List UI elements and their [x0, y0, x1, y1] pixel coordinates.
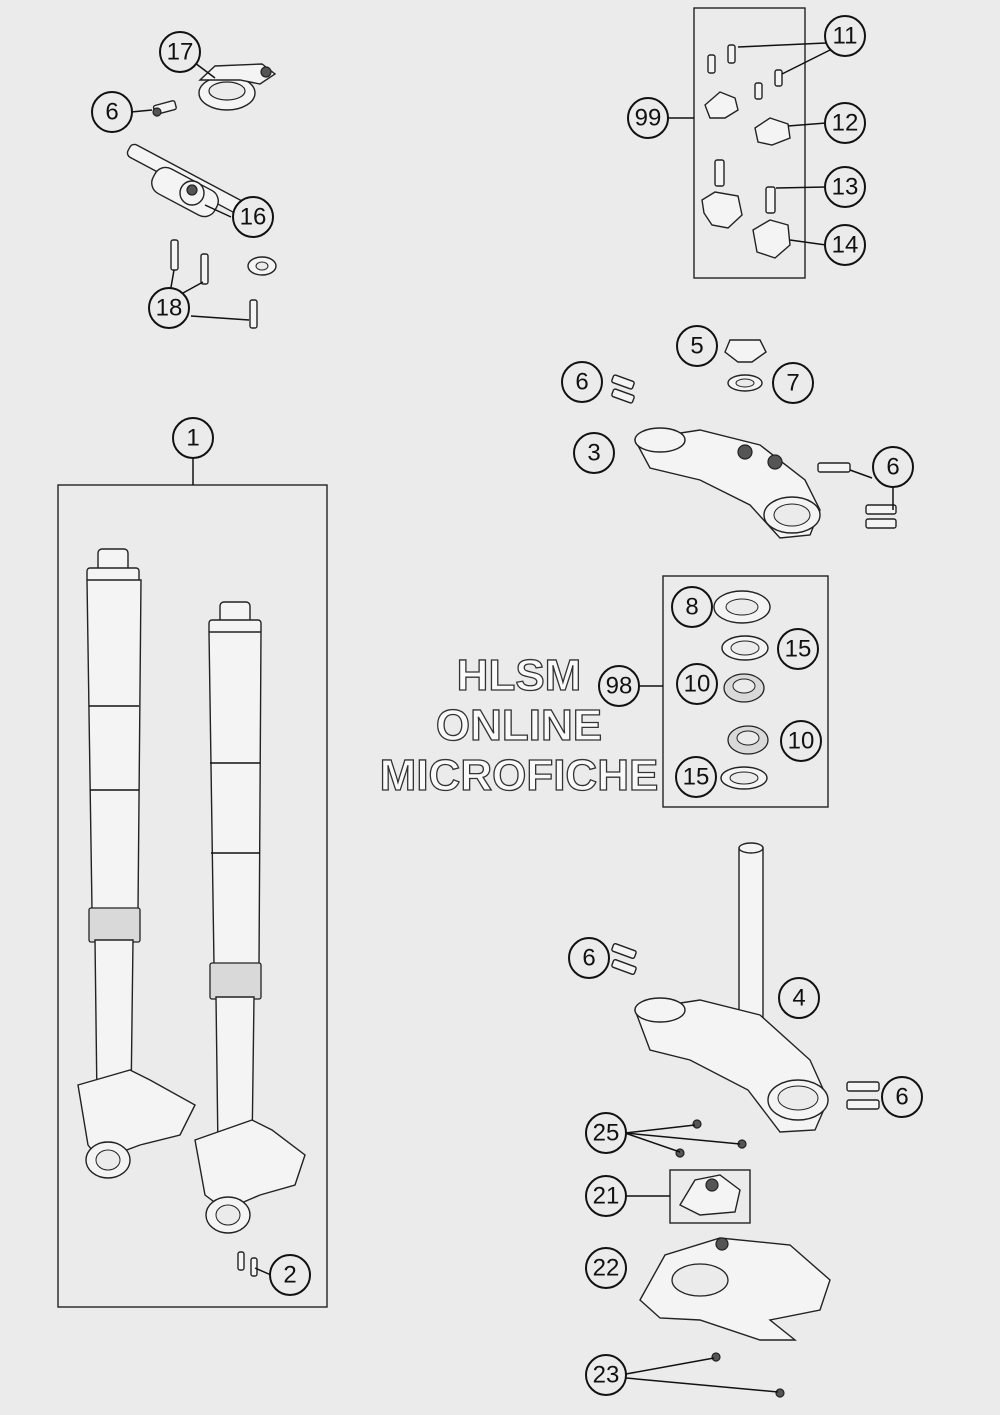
- callout-14[interactable]: 14: [824, 224, 866, 266]
- fork-leg-right: [194, 601, 306, 1234]
- screws-25-part: [675, 1119, 747, 1158]
- callout-10-lower[interactable]: 10: [780, 720, 822, 762]
- callout-21[interactable]: 21: [585, 1175, 627, 1217]
- svg-text:11: 11: [833, 23, 858, 50]
- svg-text:12: 12: [832, 110, 859, 137]
- svg-text:17: 17: [167, 39, 194, 66]
- callout-22[interactable]: 22: [585, 1247, 627, 1289]
- svg-text:10: 10: [684, 671, 711, 698]
- svg-text:2: 2: [283, 1262, 296, 1289]
- svg-text:6: 6: [886, 454, 899, 481]
- svg-text:18: 18: [156, 295, 183, 322]
- screws-23-part: [711, 1352, 785, 1398]
- svg-text:16: 16: [240, 204, 267, 231]
- callout-23[interactable]: 23: [585, 1354, 627, 1396]
- steering-damper-part: [126, 143, 277, 276]
- callout-7[interactable]: 7: [772, 362, 814, 404]
- callout-6-lower-left[interactable]: 6: [568, 937, 610, 979]
- callout-6-lower-right[interactable]: 6: [881, 1076, 923, 1118]
- callout-18[interactable]: 18: [148, 287, 190, 329]
- clamp-kit-box: [693, 7, 806, 279]
- top-nut-part: [724, 339, 767, 363]
- svg-text:15: 15: [683, 764, 710, 791]
- fork-leg-left: [77, 548, 196, 1179]
- callout-13[interactable]: 13: [824, 166, 866, 208]
- svg-text:6: 6: [105, 99, 118, 126]
- callout-16[interactable]: 16: [232, 196, 274, 238]
- svg-text:6: 6: [582, 945, 595, 972]
- callout-5[interactable]: 5: [676, 325, 718, 367]
- callout-4[interactable]: 4: [778, 977, 820, 1019]
- callout-6-top-right[interactable]: 6: [872, 446, 914, 488]
- watermark-line-3: MICROFICHE: [380, 751, 659, 800]
- screw-set-part: [170, 239, 258, 329]
- callout-99[interactable]: 99: [627, 97, 669, 139]
- callout-3[interactable]: 3: [573, 432, 615, 474]
- sensor-part: [679, 1174, 741, 1216]
- svg-text:23: 23: [593, 1362, 620, 1389]
- callout-2[interactable]: 2: [269, 1254, 311, 1296]
- small-screws-part: [237, 1251, 258, 1277]
- watermark-line-1: HLSM: [457, 651, 582, 700]
- damper-clamp-part: [198, 63, 277, 111]
- clamp-bolts-part: [611, 374, 897, 529]
- svg-text:13: 13: [832, 174, 859, 201]
- svg-text:6: 6: [575, 369, 588, 396]
- clamp-kit-parts: [701, 44, 791, 259]
- callout-11[interactable]: 11: [824, 15, 866, 57]
- svg-text:98: 98: [606, 673, 633, 700]
- watermark-line-2: ONLINE: [436, 701, 602, 750]
- svg-text:6: 6: [895, 1084, 908, 1111]
- svg-text:8: 8: [685, 594, 698, 621]
- cover-part: [639, 1237, 831, 1341]
- callout-15-lower[interactable]: 15: [675, 756, 717, 798]
- callout-6-top-left[interactable]: 6: [561, 361, 603, 403]
- svg-text:7: 7: [786, 370, 799, 397]
- callout-12[interactable]: 12: [824, 102, 866, 144]
- svg-text:22: 22: [593, 1255, 620, 1282]
- bearing-kit-box: [662, 575, 829, 808]
- svg-text:15: 15: [785, 636, 812, 663]
- svg-text:99: 99: [635, 105, 662, 132]
- svg-text:5: 5: [690, 333, 703, 360]
- top-clamp-part: [633, 427, 821, 539]
- svg-text:21: 21: [593, 1183, 620, 1210]
- svg-text:4: 4: [792, 985, 805, 1012]
- callout-25[interactable]: 25: [585, 1112, 627, 1154]
- callout-17[interactable]: 17: [159, 31, 201, 73]
- bolt-part: [152, 100, 177, 117]
- lower-clamp-part: [634, 842, 829, 1133]
- callout-10-upper[interactable]: 10: [676, 663, 718, 705]
- callout-6-damper-bolt[interactable]: 6: [91, 91, 133, 133]
- bearing-kit-parts: [713, 590, 771, 790]
- callout-98[interactable]: 98: [598, 665, 640, 707]
- callout-15-upper[interactable]: 15: [777, 628, 819, 670]
- svg-text:3: 3: [587, 440, 600, 467]
- callout-1[interactable]: 1: [172, 417, 214, 459]
- lower-clamp-bolts-part: [611, 943, 880, 1110]
- svg-text:25: 25: [593, 1120, 620, 1147]
- watermark: HLSM ONLINE MICROFICHE: [379, 650, 659, 800]
- svg-text:10: 10: [788, 728, 815, 755]
- svg-text:14: 14: [832, 232, 859, 259]
- washer-part: [727, 374, 763, 392]
- callout-8[interactable]: 8: [671, 586, 713, 628]
- svg-text:1: 1: [186, 425, 199, 452]
